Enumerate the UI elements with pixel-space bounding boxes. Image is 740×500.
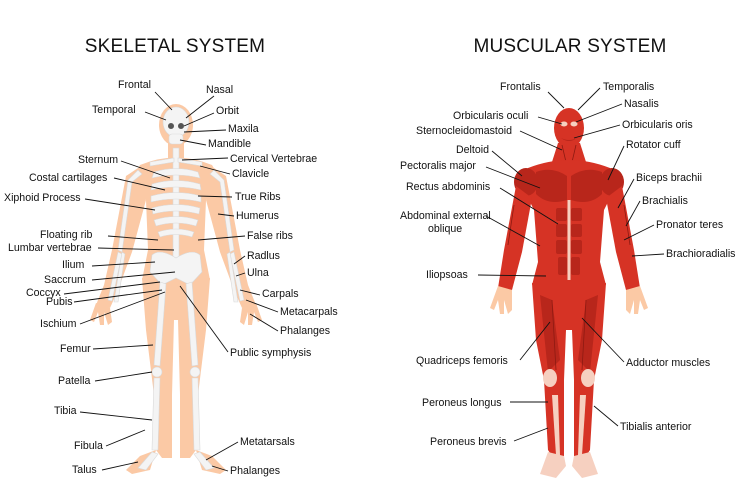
muscular-system-title: MUSCULAR SYSTEM bbox=[473, 36, 666, 57]
label-tibia: Tibia bbox=[54, 405, 77, 417]
label-humerus: Humerus bbox=[236, 210, 279, 222]
label-abdominal-oblique: oblique bbox=[428, 223, 462, 235]
label-clavicle: Clavicle bbox=[232, 168, 269, 180]
label-carpals: Carpals bbox=[262, 288, 299, 300]
label-femur: Femur bbox=[60, 343, 91, 355]
label-floating-rib: Floating rib bbox=[40, 229, 93, 241]
muscular-figure bbox=[490, 108, 648, 478]
label-rectus-abdominis: Rectus abdominis bbox=[406, 181, 490, 193]
label-brachialis: Brachialis bbox=[642, 195, 688, 207]
label-pectoralis-major: Pectoralis major bbox=[400, 160, 476, 172]
label-sternum: Sternum bbox=[78, 154, 118, 166]
label-metatarsals: Metatarsals bbox=[240, 436, 295, 448]
muscular-leader-lines bbox=[477, 87, 665, 442]
label-metacarpals: Metacarpals bbox=[280, 306, 338, 318]
label-maxila: Maxila bbox=[228, 123, 259, 135]
label-public-symphysis: Public symphysis bbox=[230, 347, 311, 359]
label-abdominal-external: Abdominal external bbox=[400, 210, 491, 222]
label-pronator-teres: Pronator teres bbox=[656, 219, 723, 231]
skeletal-labels: Frontal Nasal Temporal Orbit Maxila Mand… bbox=[4, 79, 338, 477]
label-talus: Talus bbox=[72, 464, 97, 476]
label-orbit: Orbit bbox=[216, 105, 239, 117]
label-quadriceps-femoris: Quadriceps femoris bbox=[416, 355, 508, 367]
label-xiphoid-process: Xiphoid Process bbox=[4, 192, 81, 204]
label-ulna: Ulna bbox=[247, 267, 269, 279]
label-tibialis-anterior: Tibialis anterior bbox=[620, 421, 692, 433]
label-lumbar-vertebrae: Lumbar vertebrae bbox=[8, 242, 92, 254]
label-iliopsoas: Iliopsoas bbox=[426, 269, 468, 281]
label-nasalis: Nasalis bbox=[624, 98, 659, 110]
label-nasal: Nasal bbox=[206, 84, 233, 96]
label-orbicularis-oris: Orbicularis oris bbox=[622, 119, 693, 131]
label-coccyx: Coccyx bbox=[26, 287, 61, 299]
label-rotator-cuff: Rotator cuff bbox=[626, 139, 681, 151]
label-frontalis: Frontalis bbox=[500, 81, 541, 93]
label-radius: Radlus bbox=[247, 250, 280, 262]
label-ilium: Ilium bbox=[62, 259, 85, 271]
skeletal-leader-lines bbox=[63, 91, 279, 472]
label-phalanges-hand: Phalanges bbox=[280, 325, 330, 337]
label-orbicularis-oculi: Orbicularis oculi bbox=[453, 110, 528, 122]
label-biceps-brachii: Biceps brachii bbox=[636, 172, 702, 184]
label-false-ribs: False ribs bbox=[247, 230, 293, 242]
skeletal-system-title: SKELETAL SYSTEM bbox=[85, 36, 265, 57]
label-sternocleidomastoid: Sternocleidomastoid bbox=[416, 125, 512, 137]
label-saccrum: Saccrum bbox=[44, 274, 86, 286]
label-deltoid: Deltoid bbox=[456, 144, 489, 156]
label-temporalis: Temporalis bbox=[603, 81, 654, 93]
muscular-labels: Frontalis Temporalis Nasalis Orbicularis… bbox=[400, 81, 735, 448]
label-ischium: Ischium bbox=[40, 318, 77, 330]
label-temporal: Temporal bbox=[92, 104, 136, 116]
label-peroneus-longus: Peroneus longus bbox=[422, 397, 502, 409]
label-brachioradialis: Brachioradialis bbox=[666, 248, 735, 260]
label-phalanges-foot: Phalanges bbox=[230, 465, 280, 477]
label-mandible: Mandible bbox=[208, 138, 251, 150]
label-frontal: Frontal bbox=[118, 79, 151, 91]
label-true-ribs: True Ribs bbox=[235, 191, 281, 203]
label-cervical-vertebrae: Cervical Vertebrae bbox=[230, 153, 317, 165]
label-peroneus-brevis: Peroneus brevis bbox=[430, 436, 507, 448]
label-pubis: Pubis bbox=[46, 296, 73, 308]
label-adductor-muscles: Adductor muscles bbox=[626, 357, 710, 369]
label-costal-cartilages: Costal cartilages bbox=[29, 172, 107, 184]
label-fibula: Fibula bbox=[74, 440, 103, 452]
label-patella: Patella bbox=[58, 375, 90, 387]
